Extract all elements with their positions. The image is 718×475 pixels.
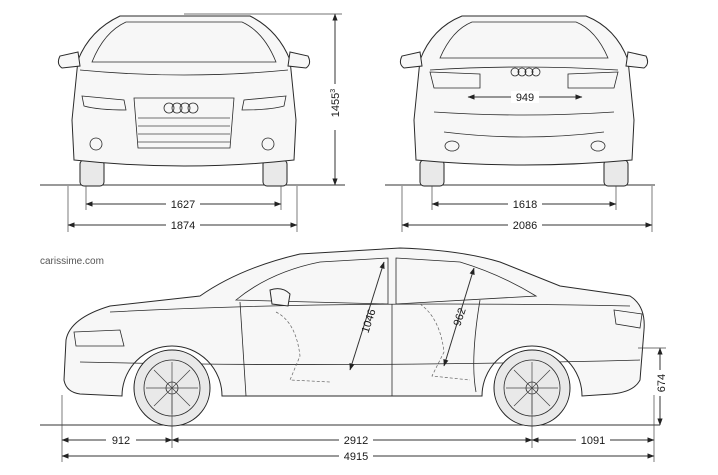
rear-view-car — [385, 15, 655, 187]
width-mirrors-label: 2086 — [513, 220, 537, 232]
rear-trunk-opening-label: 949 — [516, 92, 534, 104]
load-sill-height-label: 674 — [656, 374, 668, 392]
rear-track-label: 1618 — [513, 199, 537, 211]
wheelbase-label: 2912 — [344, 435, 368, 447]
dimension-labels: 1627 1874 14553 949 1618 2086 1046 962 9… — [40, 84, 668, 463]
overall-length-label: 4915 — [344, 451, 368, 463]
front-width-label: 1874 — [171, 220, 195, 232]
front-track-label: 1627 — [171, 199, 195, 211]
rear-headroom-label: 962 — [452, 306, 469, 327]
side-view-car — [40, 247, 660, 427]
front-view-car — [40, 15, 345, 187]
height-label: 14553 — [330, 89, 342, 117]
watermark: carissime.com — [40, 256, 104, 267]
front-overhang-label: 912 — [112, 435, 130, 447]
rear-overhang-label: 1091 — [581, 435, 605, 447]
